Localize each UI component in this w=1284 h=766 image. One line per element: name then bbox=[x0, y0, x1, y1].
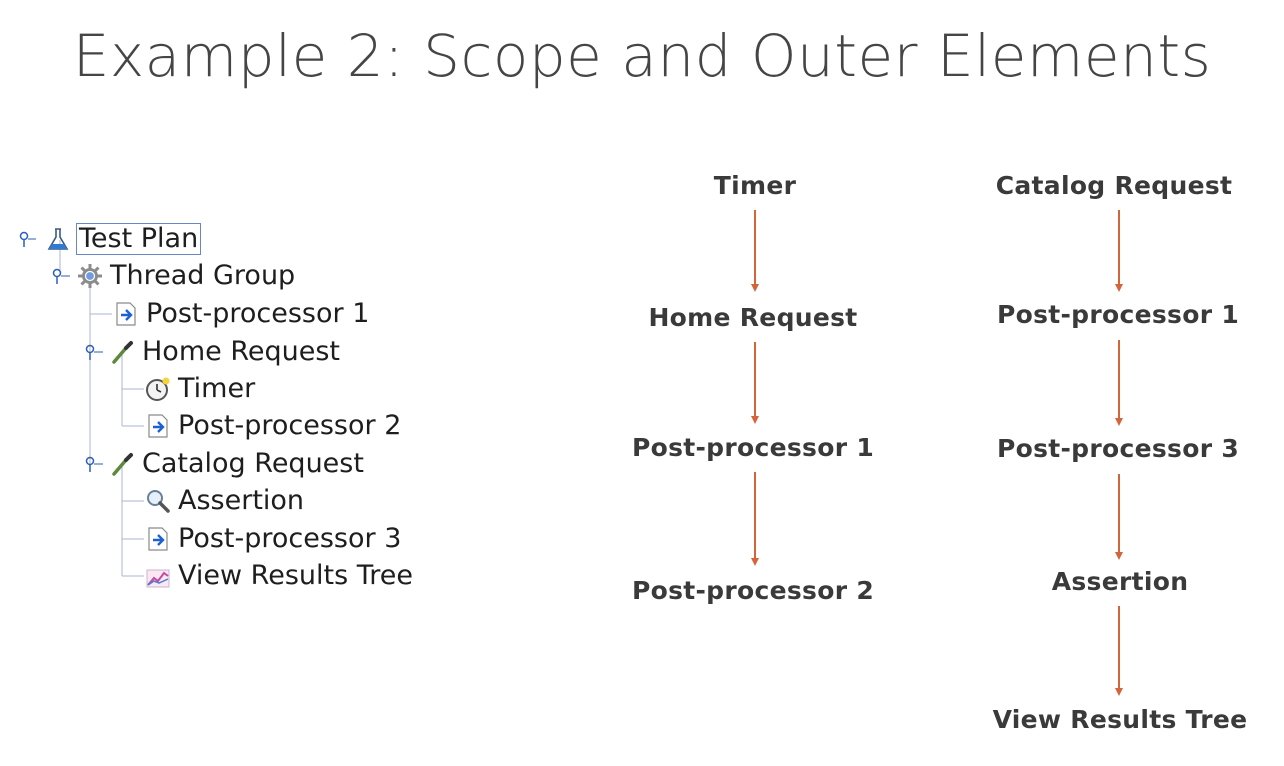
magnifier-icon bbox=[147, 490, 170, 513]
tree-node-test-plan[interactable]: Test Plan bbox=[44, 222, 202, 256]
tree-node-post-processor-2[interactable]: Post-processor 2 bbox=[144, 409, 403, 443]
tree-node-assertion[interactable]: Assertion bbox=[144, 484, 306, 518]
pipette-icon bbox=[112, 453, 133, 476]
flow-left-step-1: Timer bbox=[713, 171, 797, 200]
tree-node-label: View Results Tree bbox=[178, 560, 413, 591]
test-plan-tree: Test Plan Thread Group Post-processor 1 bbox=[0, 0, 470, 766]
tree-connector-lines bbox=[19, 231, 144, 577]
page-title: Example 2: Scope and Outer Elements bbox=[72, 22, 1212, 90]
tree-node-timer[interactable]: Timer bbox=[144, 372, 257, 406]
gear-icon bbox=[78, 264, 102, 288]
tree-node-label: Assertion bbox=[178, 485, 305, 516]
post-processor-icon bbox=[148, 414, 168, 438]
tree-node-label: Thread Group bbox=[110, 260, 296, 291]
flow-left-step-4: Post-processor 2 bbox=[631, 576, 875, 605]
flow-right-step-4: Assertion bbox=[1051, 567, 1189, 596]
tree-node-label: Home Request bbox=[142, 336, 340, 367]
tree-node-label: Post-processor 3 bbox=[178, 523, 402, 554]
post-processor-icon bbox=[148, 527, 168, 551]
flow-right-step-3: Post-processor 3 bbox=[996, 434, 1240, 463]
flow-right-step-5: View Results Tree bbox=[992, 705, 1248, 734]
flow-right-step-1: Catalog Request bbox=[995, 171, 1233, 200]
execution-flow-diagrams: Timer Home Request Post-processor 1 Post… bbox=[600, 150, 1284, 766]
pipette-icon bbox=[112, 341, 133, 364]
tree-node-thread-group[interactable]: Thread Group bbox=[76, 259, 297, 293]
tree-node-label: Post-processor 2 bbox=[178, 410, 402, 441]
flow-arrows bbox=[751, 210, 1123, 696]
tree-node-label: Timer bbox=[178, 373, 256, 404]
tree-node-label: Test Plan bbox=[76, 223, 202, 255]
tree-node-label: Catalog Request bbox=[142, 448, 364, 479]
tree-node-catalog-request[interactable]: Catalog Request bbox=[108, 447, 366, 481]
chart-icon bbox=[146, 569, 170, 588]
flow-left-step-2: Home Request bbox=[648, 303, 858, 332]
flow-right-step-2: Post-processor 1 bbox=[996, 300, 1240, 329]
tree-node-post-processor-3[interactable]: Post-processor 3 bbox=[144, 522, 403, 556]
flask-icon bbox=[47, 228, 69, 250]
timer-icon bbox=[146, 377, 170, 401]
tree-node-home-request[interactable]: Home Request bbox=[108, 335, 342, 369]
tree-node-view-results-tree[interactable]: View Results Tree bbox=[144, 559, 415, 593]
post-processor-icon bbox=[116, 302, 136, 326]
tree-node-post-processor-1[interactable]: Post-processor 1 bbox=[112, 297, 371, 331]
tree-node-label: Post-processor 1 bbox=[146, 298, 370, 329]
flow-left-step-3: Post-processor 1 bbox=[631, 433, 875, 462]
